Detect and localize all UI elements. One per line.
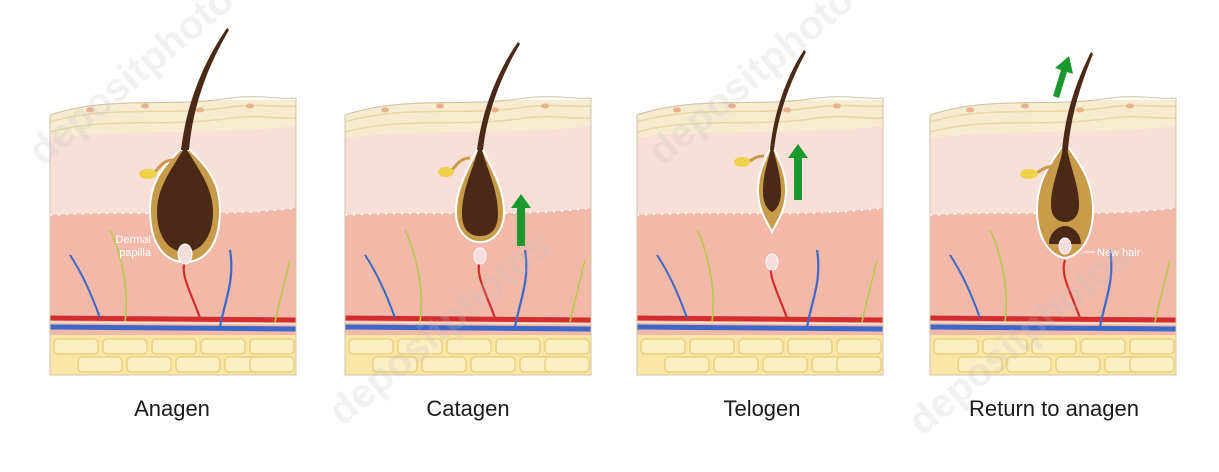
fat-cell	[641, 339, 685, 354]
skin-cell	[541, 104, 549, 109]
fat-cell	[1056, 357, 1100, 372]
fat-cell	[349, 339, 393, 354]
fat-cell	[250, 357, 294, 372]
skin-cell	[1076, 108, 1084, 113]
sebaceous-gland	[438, 167, 454, 177]
vein	[637, 327, 883, 329]
artery	[930, 318, 1176, 320]
fat-cell	[1007, 357, 1051, 372]
skin-cell	[196, 108, 204, 113]
stage-title-telogen: Telogen	[612, 396, 912, 422]
skin-cell	[436, 104, 444, 109]
skin-cell	[491, 108, 499, 113]
fat-cell	[103, 339, 147, 354]
sebaceous-gland	[734, 157, 750, 167]
fat-cell	[201, 339, 245, 354]
growth-arrow	[1053, 56, 1073, 98]
skin-cell	[1126, 104, 1134, 109]
artery	[637, 318, 883, 320]
skin-cell	[966, 108, 974, 113]
sebaceous-gland	[1020, 169, 1038, 179]
panel-catagen	[345, 42, 591, 375]
panel-anagen: Dermalpapilla	[50, 28, 296, 375]
fat-cell	[983, 339, 1027, 354]
skin-cell	[673, 108, 681, 113]
stage-title-return-to-anagen: Return to anagen	[904, 396, 1204, 422]
vein	[930, 327, 1176, 329]
vein	[345, 327, 591, 329]
skin-cell	[141, 104, 149, 109]
skin-cell	[246, 104, 254, 109]
dermal-papilla-label: papilla	[119, 247, 152, 259]
fat-cell	[496, 339, 540, 354]
fat-cell	[934, 339, 978, 354]
fat-cell	[837, 357, 881, 372]
dermal-papilla	[474, 248, 486, 264]
fat-cell	[545, 357, 589, 372]
fat-cell	[739, 339, 783, 354]
new-hair-label: New hair	[1097, 247, 1141, 259]
fat-cell	[250, 339, 294, 354]
skin-cell	[381, 108, 389, 113]
artery	[345, 318, 591, 320]
fat-cell	[763, 357, 807, 372]
fat-cell	[78, 357, 122, 372]
skin-cell	[783, 108, 791, 113]
fat-cell	[1130, 357, 1174, 372]
fat-cell	[837, 339, 881, 354]
fat-cell	[690, 339, 734, 354]
fat-cell	[152, 339, 196, 354]
fat-cell	[447, 339, 491, 354]
panel-telogen	[637, 50, 883, 375]
fat-cell	[1081, 339, 1125, 354]
fat-cell	[788, 339, 832, 354]
sebaceous-gland	[139, 169, 157, 179]
fat-cell	[714, 357, 758, 372]
fat-cell	[127, 357, 171, 372]
skin-cell	[728, 104, 736, 109]
fat-cell	[422, 357, 466, 372]
fat-cell	[1130, 339, 1174, 354]
fat-cell	[545, 339, 589, 354]
dermal-papilla	[1059, 238, 1071, 254]
fat-cell	[373, 357, 417, 372]
stage-title-anagen: Anagen	[22, 396, 322, 422]
panel-return: New hair	[930, 52, 1176, 375]
dermal-papilla-label: Dermal	[116, 234, 151, 246]
stage-title-catagen: Catagen	[318, 396, 618, 422]
artery	[50, 318, 296, 320]
dermal-papilla	[178, 244, 192, 264]
fat-cell	[176, 357, 220, 372]
fat-cell	[398, 339, 442, 354]
dermal-papilla	[766, 254, 778, 270]
fat-cell	[471, 357, 515, 372]
skin-cell	[86, 108, 94, 113]
skin-cell	[833, 104, 841, 109]
fat-cell	[1032, 339, 1076, 354]
fat-cell	[958, 357, 1002, 372]
fat-cell	[665, 357, 709, 372]
skin-cell	[1021, 104, 1029, 109]
vein	[50, 327, 296, 329]
fat-cell	[54, 339, 98, 354]
